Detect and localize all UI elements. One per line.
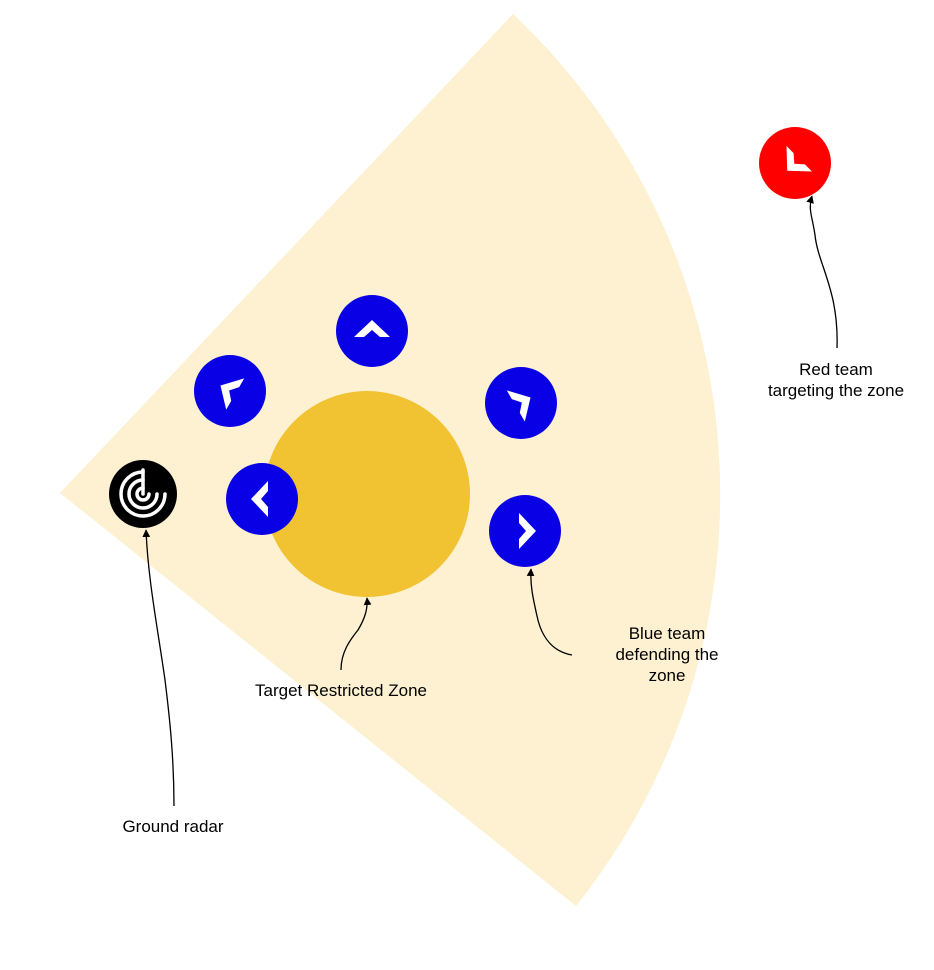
red-team-label-line1: Red team bbox=[799, 360, 873, 379]
target-restricted-zone bbox=[264, 391, 470, 597]
blue-team-label-line3: zone bbox=[648, 666, 686, 685]
blue-aircraft-icon bbox=[506, 390, 531, 422]
blue-team-arrow bbox=[526, 568, 573, 656]
red-team-arrow bbox=[806, 195, 838, 349]
blue-team-label-line2: defending the bbox=[615, 645, 719, 664]
blue-aircraft-right bbox=[489, 495, 561, 567]
blue-aircraft-icon bbox=[354, 320, 390, 337]
blue-aircraft-upper-left bbox=[194, 355, 266, 427]
radar-label-text: Ground radar bbox=[122, 817, 224, 836]
blue-aircraft-icon bbox=[519, 513, 536, 549]
radar-label: Ground radar bbox=[98, 816, 248, 837]
radar-arrow bbox=[142, 529, 175, 807]
blue-aircraft-icon bbox=[251, 481, 268, 517]
zone-label: Target Restricted Zone bbox=[221, 680, 461, 701]
blue-aircraft-top bbox=[336, 295, 408, 367]
ground-radar bbox=[109, 460, 177, 528]
zone-label-text: Target Restricted Zone bbox=[255, 681, 427, 700]
blue-aircraft-upper-right bbox=[485, 367, 557, 439]
blue-team-label: Blue team defending the zone bbox=[600, 623, 734, 686]
blue-aircraft-icon bbox=[220, 378, 245, 410]
blue-team-label-line1: Blue team bbox=[628, 624, 706, 643]
red-aircraft bbox=[759, 127, 831, 199]
ground-radar-icon bbox=[119, 468, 167, 518]
zone-arrow bbox=[340, 597, 372, 671]
red-team-label: Red team targeting the zone bbox=[751, 359, 921, 401]
red-team-label-line2: targeting the zone bbox=[767, 381, 905, 400]
blue-aircraft-left bbox=[226, 463, 298, 535]
